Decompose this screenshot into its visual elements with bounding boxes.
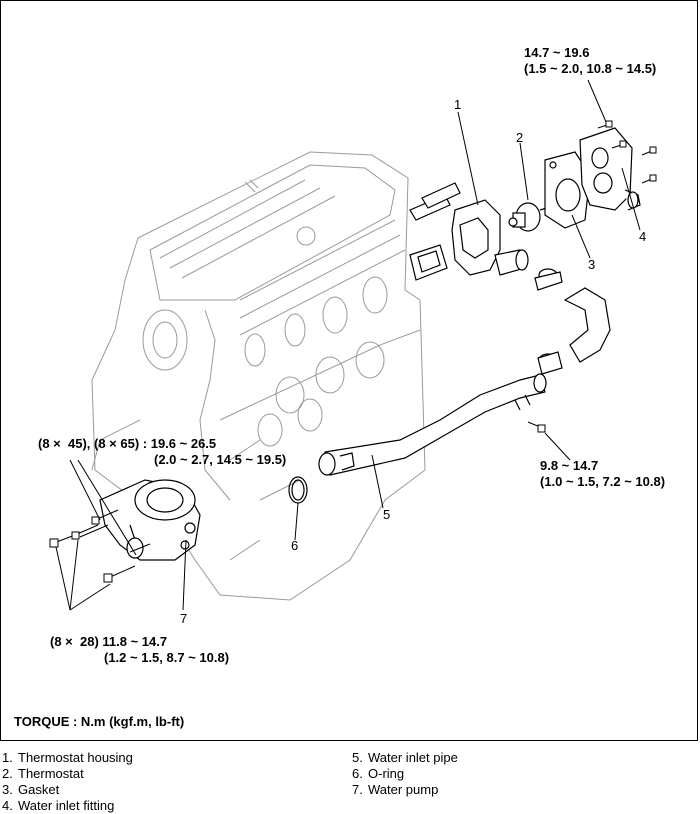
legend-item: 3.Gasket xyxy=(2,782,60,797)
callout-1: 1 xyxy=(454,97,462,112)
callout-4: 4 xyxy=(639,229,647,244)
hose xyxy=(534,268,611,375)
legend-item: 1.Thermostat housing xyxy=(2,750,133,765)
callout-2: 2 xyxy=(516,130,524,145)
diagram-frame xyxy=(0,0,698,741)
legend-item: 5.Water inlet pipe xyxy=(352,750,458,765)
callout-6: 6 xyxy=(291,538,299,553)
torque-spec-pipe-line2: (1.0 ~ 1.5, 7.2 ~ 10.8) xyxy=(540,474,666,489)
exploded-view-diagram xyxy=(49,79,657,611)
leader-lines xyxy=(55,79,641,611)
legend-item: 4.Water inlet fitting xyxy=(2,798,115,813)
legend-item: 6.O-ring xyxy=(352,766,405,781)
parts-legend: 1.Thermostat housing 2.Thermostat 3.Gask… xyxy=(0,748,700,813)
pipe-bolt xyxy=(527,421,546,433)
water-inlet-pipe xyxy=(318,373,547,476)
engine-block xyxy=(91,151,426,601)
fitting-bolts xyxy=(597,120,657,184)
gasket xyxy=(544,151,591,229)
torque-spec-fitting-line1: 14.7 ~ 19.6 xyxy=(524,45,590,60)
torque-units-note: TORQUE : N.m (kgf.m, lb-ft) xyxy=(14,714,185,729)
torque-spec-pump-small-line1: (8 × 28) 11.8 ~ 14.7 xyxy=(50,634,168,649)
legend-item: 2.Thermostat xyxy=(2,766,84,781)
torque-spec-fitting-line2: (1.5 ~ 2.0, 10.8 ~ 14.5) xyxy=(524,61,657,76)
callout-5: 5 xyxy=(383,507,391,522)
callout-7: 7 xyxy=(180,611,188,626)
water-pump xyxy=(99,479,201,561)
torque-spec-pipe-line1: 9.8 ~ 14.7 xyxy=(540,458,599,473)
water-inlet-fitting xyxy=(579,127,641,211)
torque-spec-pump-large-line2: (2.0 ~ 2.7, 14.5 ~ 19.5) xyxy=(154,452,287,467)
legend-item: 7.Water pump xyxy=(352,782,439,797)
thermostat-housing xyxy=(409,182,529,276)
torque-spec-pump-small-line2: (1.2 ~ 1.5, 8.7 ~ 10.8) xyxy=(104,650,230,665)
torque-spec-pump-large-line1: (8 × 45), (8 × 65) : 19.6 ~ 26.5 xyxy=(38,436,217,451)
thermostat xyxy=(508,202,551,232)
housing-gasket xyxy=(409,244,448,281)
callout-3: 3 xyxy=(588,257,596,272)
